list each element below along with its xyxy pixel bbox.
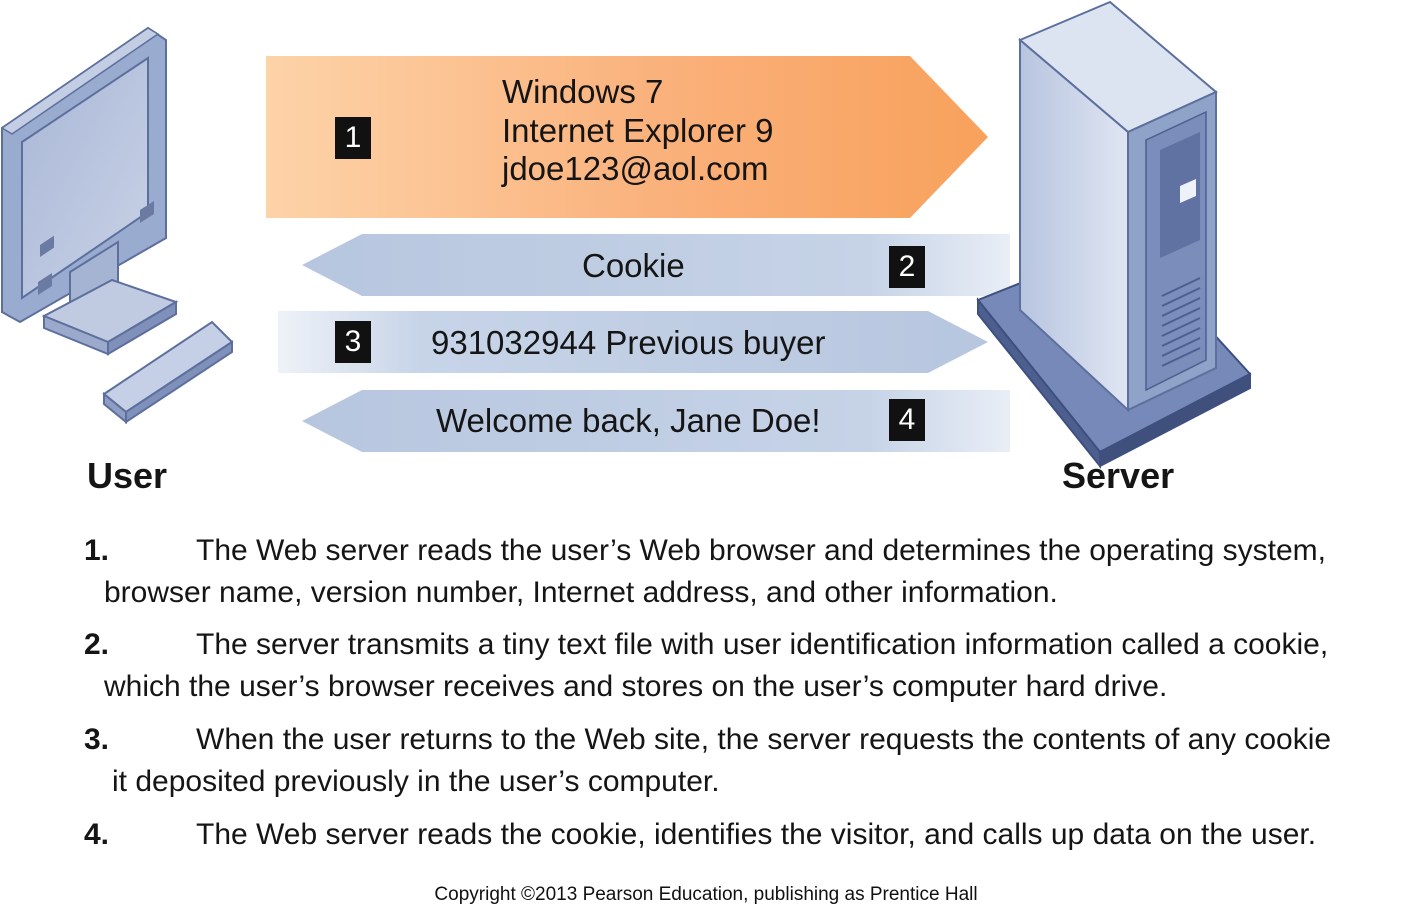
step-text-continued: it deposited previously in the user’s co… xyxy=(112,765,720,798)
computer-icon xyxy=(0,26,234,425)
step-description-2: 2. The server transmits a tiny text file … xyxy=(84,624,1412,708)
diagram xyxy=(0,0,1252,469)
step-number: 4. xyxy=(84,818,110,851)
step3-text: 931032944 Previous buyer xyxy=(431,324,826,361)
step1-email: jdoe123@aol.com xyxy=(502,150,769,187)
step-number: 3. xyxy=(84,723,110,756)
step-description-3: 3. When the user returns to the Web site,… xyxy=(84,719,1412,803)
arrow-step4 xyxy=(302,390,1010,452)
server-icon xyxy=(976,0,1252,469)
step-description-1: 1. The Web server reads the user’s Web br… xyxy=(84,530,1412,614)
arrow-step2 xyxy=(302,234,1010,296)
step-text: The Web server reads the user’s Web brow… xyxy=(196,534,1326,567)
badge-step3: 3 xyxy=(335,321,371,363)
step-number: 2. xyxy=(84,628,110,661)
step-text: When the user returns to the Web site, t… xyxy=(196,723,1332,756)
step2-text: Cookie xyxy=(582,247,685,284)
step-text-continued: browser name, version number, Internet a… xyxy=(104,576,1058,609)
step-description-4: 4. The Web server reads the cookie, ident… xyxy=(84,814,1412,856)
arrow-step3 xyxy=(278,311,988,373)
copyright-notice: Copyright ©2013 Pearson Education, publi… xyxy=(434,884,978,905)
server-label: Server xyxy=(1062,455,1175,496)
step4-text: Welcome back, Jane Doe! xyxy=(436,402,821,439)
step1-os: Windows 7 xyxy=(502,73,664,110)
badge-step1: 1 xyxy=(335,117,371,159)
step-text-continued: which the user’s browser receives and st… xyxy=(104,670,1168,703)
user-label: User xyxy=(87,455,168,496)
step-text: The Web server reads the cookie, identif… xyxy=(196,818,1317,851)
badge-step4: 4 xyxy=(889,399,925,441)
arrow-step1 xyxy=(266,56,988,218)
badge-step2: 2 xyxy=(889,246,925,288)
step1-browser: Internet Explorer 9 xyxy=(502,112,774,149)
step-number: 1. xyxy=(84,534,110,567)
step-text: The server transmits a tiny text file wi… xyxy=(196,628,1329,661)
